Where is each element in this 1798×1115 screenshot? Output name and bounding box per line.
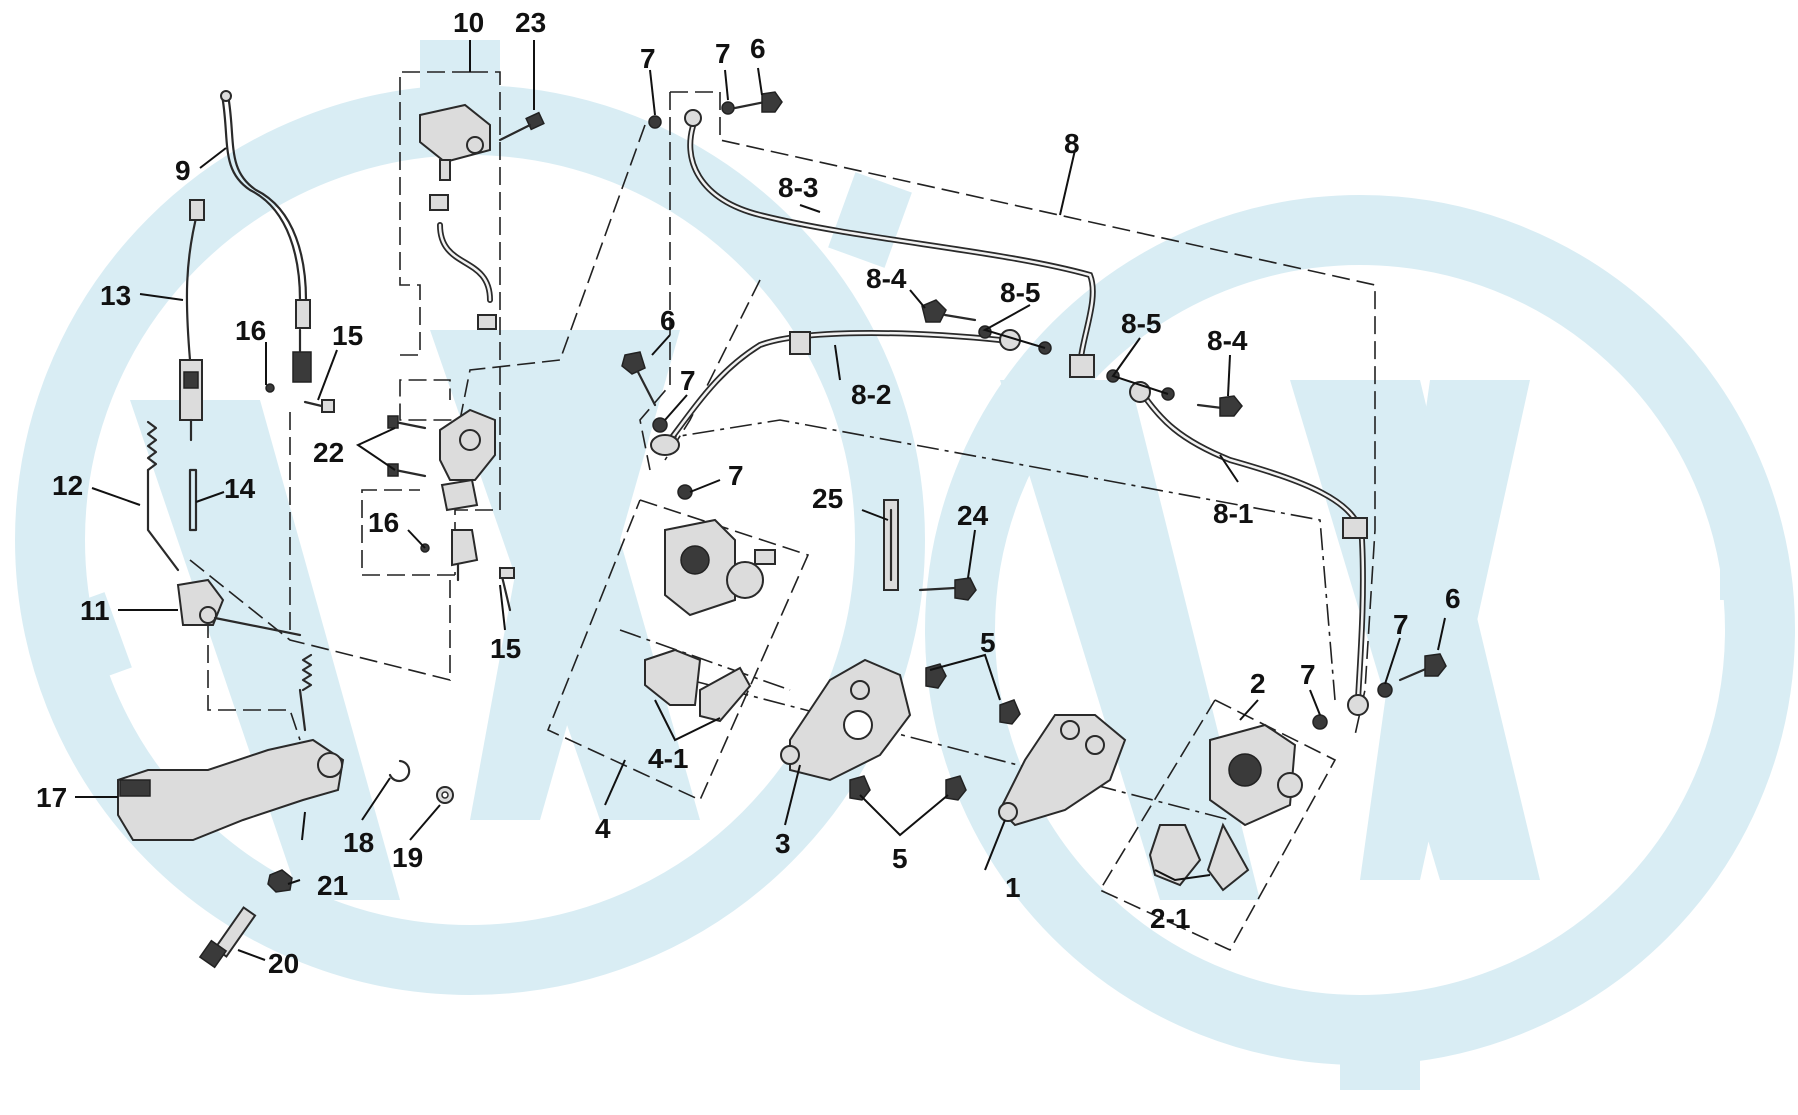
part-4-caliper	[664, 518, 776, 617]
label-10: 10	[453, 7, 484, 38]
label-20: 20	[268, 948, 299, 979]
part-25-hose-guide	[883, 499, 899, 591]
part-7-washer-top-b	[721, 101, 735, 115]
part-9-cable	[220, 90, 312, 383]
label-25: 25	[812, 483, 843, 514]
part-7-washer-mid-a	[652, 417, 668, 433]
part-20-bolt	[198, 906, 257, 969]
part-4-1-pads	[644, 648, 752, 723]
part-7-washer-right-b	[1312, 714, 1328, 730]
label-6-right: 6	[1445, 583, 1461, 614]
part-13-switch-cable	[179, 199, 205, 442]
part-6-bolt-mid	[621, 351, 657, 407]
part-2-1-pads	[1148, 822, 1250, 892]
label-22: 22	[313, 437, 344, 468]
label-7-mid-b: 7	[728, 460, 744, 491]
part-7-washer-top-a	[648, 115, 662, 129]
label-8-1: 8-1	[1213, 498, 1253, 529]
part-7-washer-right-a	[1377, 682, 1393, 698]
label-3: 3	[775, 828, 791, 859]
label-8: 8	[1064, 128, 1080, 159]
part-14-rod	[188, 468, 198, 532]
part-8-1-brake-line	[1129, 381, 1369, 716]
label-14: 14	[224, 473, 256, 504]
label-7-top-b: 7	[715, 38, 731, 69]
label-23: 23	[515, 7, 546, 38]
part-8-2-brake-line	[650, 329, 1021, 456]
part-2-caliper	[1209, 723, 1303, 827]
part-15-bolt-upper	[303, 399, 335, 413]
label-13: 13	[100, 280, 131, 311]
label-24: 24	[957, 500, 989, 531]
label-8-5-left: 8-5	[1000, 277, 1040, 308]
part-6-bolt-right	[1398, 653, 1447, 682]
label-7-mid-a: 7	[680, 365, 696, 396]
part-11-bracket	[176, 578, 302, 637]
label-16-upper: 16	[235, 315, 266, 346]
label-5-upper: 5	[980, 627, 996, 658]
label-19: 19	[392, 842, 423, 873]
label-11: 11	[80, 595, 110, 626]
label-8-5-right: 8-5	[1121, 308, 1161, 339]
part-8-3-brake-line	[684, 109, 1096, 378]
label-5-lower: 5	[892, 843, 908, 874]
part-17-brake-pedal	[117, 688, 345, 841]
part-3-bracket	[780, 658, 912, 782]
label-15-upper: 15	[332, 320, 363, 351]
part-19-washer	[436, 786, 454, 804]
assembly-outlines	[189, 71, 1376, 952]
label-4: 4	[595, 813, 611, 844]
part-8-4-bolt-right	[1196, 395, 1243, 417]
part-10-switch-assembly	[419, 103, 497, 330]
label-8-4-left: 8-4	[866, 263, 907, 294]
label-17: 17	[36, 782, 67, 813]
part-12-spring	[146, 420, 180, 572]
part-8-4-bolt-left	[921, 299, 977, 323]
part-pedal-spring	[301, 653, 313, 692]
part-23-bolt	[498, 111, 545, 142]
part-1-bracket	[998, 714, 1127, 827]
label-9: 9	[175, 155, 191, 186]
label-1: 1	[1005, 872, 1021, 903]
leader-lines	[75, 40, 1446, 961]
part-22-bolts	[387, 415, 427, 478]
part-21-nut	[267, 869, 293, 893]
label-21: 21	[317, 870, 348, 901]
part-6-bolt-top	[733, 91, 783, 113]
part-18-clip	[388, 759, 411, 783]
label-15-lower: 15	[490, 633, 521, 664]
label-8-2: 8-2	[851, 379, 891, 410]
part-master-cylinder	[439, 408, 496, 582]
part-24-bolt	[918, 577, 977, 601]
part-16-clip-upper	[265, 383, 275, 393]
label-7-top-a: 7	[640, 43, 656, 74]
label-8-4-right: 8-4	[1207, 325, 1248, 356]
label-16-lower: 16	[368, 507, 399, 538]
watermark-logo	[15, 40, 1795, 1090]
label-2-1: 2-1	[1150, 903, 1190, 934]
label-4-1: 4-1	[648, 743, 688, 774]
part-15-bolt-lower	[498, 566, 515, 612]
label-2: 2	[1250, 668, 1266, 699]
label-6-mid: 6	[660, 305, 676, 336]
callout-labels: 1 2 2-1 3 4 4-1 5 5 6 6 6 7 7 7 7 7 7 8 …	[36, 7, 1461, 979]
label-6-top: 6	[750, 33, 766, 64]
label-7-right-a: 7	[1393, 609, 1409, 640]
label-8-3: 8-3	[778, 172, 818, 203]
part-7-washer-mid-b	[677, 484, 693, 500]
label-7-right-b: 7	[1300, 659, 1316, 690]
label-18: 18	[343, 827, 374, 858]
label-12: 12	[52, 470, 83, 501]
